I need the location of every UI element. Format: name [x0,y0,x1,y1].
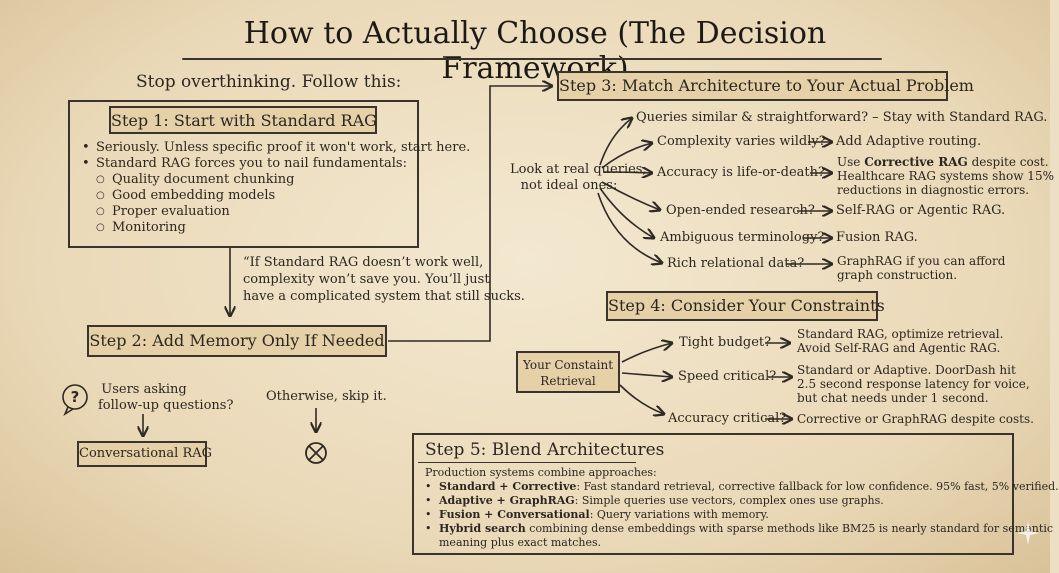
step3-branch-q: Ambiguous terminology? [660,230,825,245]
answer-text: Healthcare RAG systems show 15% [837,169,1054,183]
hub-line: not ideal ones: [520,178,618,193]
answer-text: Use [837,155,865,169]
step4-answer: Standard or Adaptive. DoorDash hit 2.5 s… [797,363,1030,405]
step3-branch-a: Self-RAG or Agentic RAG. [836,203,1006,218]
users-question-line: follow-up questions? [98,398,234,413]
answer-text: Avoid Self-RAG and Agentic RAG. [797,341,1001,355]
step3-branch-a: Add Adaptive routing. [836,134,982,149]
step1-bullet: Standard RAG forces you to nail fundamen… [82,156,470,172]
answer-text: graph construction. [837,268,958,282]
step5-header-underline [418,462,636,463]
quote-line: “If Standard RAG doesn’t work well, [243,255,484,270]
answer-text: Standard or Adaptive. DoorDash hit [797,363,1016,377]
answer-text: but chat needs under 1 second. [797,391,989,405]
conversational-rag-box: Conversational RAG [77,441,212,467]
item-text: : Fast standard retrieval, corrective fa… [576,480,1059,493]
answer-text: 2.5 second response latency for voice, [797,377,1030,391]
step4-answer: Standard RAG, optimize retrieval. Avoid … [797,327,1003,355]
step3-branch-q: Queries similar & straightforward? – Sta… [636,110,1048,125]
title-underline [182,58,882,60]
step4-hub-box: Your Constaint Retrieval [516,351,620,393]
hub-line: Retrieval [540,374,596,388]
step3-branch-q: Complexity varies wildly? [657,134,826,149]
step1-subitem: Monitoring [82,220,470,236]
step5-intro: Production systems combine approaches: [425,466,657,479]
step5-header: Step 5: Blend Architectures [425,440,665,460]
question-mark-bubble-icon: ? [62,384,88,417]
hub-line: Look at real queries, [510,162,647,177]
step4-answer: Corrective or GraphRAG despite costs. [797,412,1034,426]
answer-text: Standard RAG, optimize retrieval. [797,327,1004,341]
item-text: : Simple queries use vectors, complex on… [574,494,884,507]
item-emphasis: Adaptive + GraphRAG [439,494,575,507]
step5-item: Hybrid search combining dense embeddings… [425,522,1059,536]
step3-branch-a: GraphRAG if you can afford graph constru… [837,254,1005,282]
item-text: combining dense embeddings with sparse m… [525,522,1053,535]
sparkle-icon [1017,521,1039,545]
item-text: : Query variations with memory. [589,508,769,521]
step1-subitem: Proper evaluation [82,204,470,220]
step4-question: Tight budget? [679,335,772,350]
step2-otherwise: Otherwise, skip it. [266,389,387,404]
step1-subitem: Good embedding models [82,188,470,204]
step1-subitem: Quality document chunking [82,172,470,188]
step5-content: Production systems combine approaches: S… [425,466,1059,550]
item-emphasis: Hybrid search [439,522,526,535]
svg-text:?: ? [71,388,80,406]
item-emphasis: Standard + Corrective [439,480,577,493]
step1-content: Seriously. Unless specific proof it won'… [82,140,470,236]
hub-line: Your Constaint [522,358,614,372]
step5-item-continued: meaning plus exact matches. [439,536,602,549]
step5-item: Fusion + Conversational: Query variation… [425,508,1059,522]
intro-text: Stop overthinking. Follow this: [136,72,402,92]
step4-question: Speed critical? [678,369,777,384]
corrective-rag-emphasis: Corrective RAG [864,155,968,169]
step5-item: Adaptive + GraphRAG: Simple queries use … [425,494,1059,508]
step3-branch-q: Accuracy is life-or-death? [657,165,825,180]
users-question-line: Users asking [101,382,187,397]
step2-users-question: Users asking follow-up questions? [98,382,234,414]
quote-block: “If Standard RAG doesn’t work well, comp… [243,254,525,305]
step4-question: Accuracy critical? [668,411,787,426]
step3-header: Step 3: Match Architecture to Your Actua… [557,71,974,101]
answer-text: reductions in diagnostic errors. [837,183,1030,197]
step3-branch-q: Rich relational data? [667,256,805,271]
step3-branch-q: Open-ended research? [666,203,815,218]
page-title: How to Actually Choose (The Decision Fra… [243,16,827,86]
answer-text: despite cost. [967,155,1049,169]
step1-header: Step 1: Start with Standard RAG [109,106,377,134]
step2-header: Step 2: Add Memory Only If Needed [87,325,387,357]
crossed-circle-icon [305,442,327,464]
quote-line: have a complicated system that still suc… [243,289,525,304]
quote-line: complexity won’t save you. You’ll just [243,272,490,287]
step1-bullet: Seriously. Unless specific proof it won'… [82,140,470,156]
step3-branch-a: Use Corrective RAG despite cost. Healthc… [837,155,1054,197]
step3-branch-a: Fusion RAG. [836,230,918,245]
item-emphasis: Fusion + Conversational [439,508,590,521]
answer-text: GraphRAG if you can afford [837,254,1006,268]
step5-item: Standard + Corrective: Fast standard ret… [425,480,1059,494]
step4-header: Step 4: Consider Your Constraints [606,291,885,321]
step3-hub-text: Look at real queries, not ideal ones: [510,162,647,194]
